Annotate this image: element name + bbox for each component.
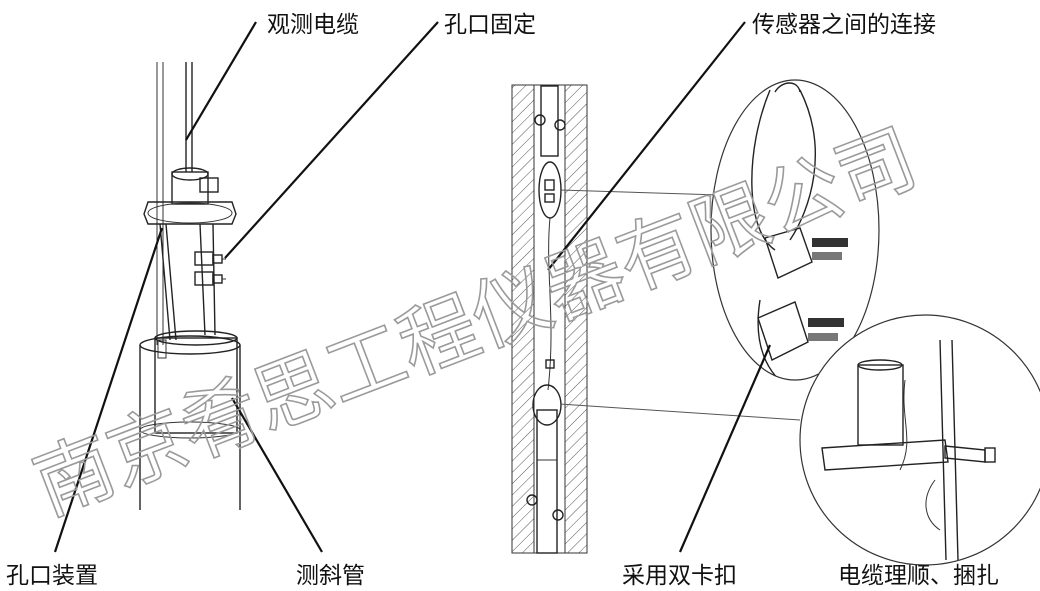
flange-plate — [143, 201, 237, 225]
double-clamp-detail — [710, 79, 880, 381]
cable-tidy-detail — [799, 314, 1040, 566]
leader-hole-device — [53, 227, 164, 553]
leader-sensor-connection — [547, 21, 746, 271]
leader-double-clamp — [678, 344, 772, 553]
label-hole-device: 孔口装置 — [6, 563, 98, 589]
lower-sensor — [536, 409, 558, 554]
label-hole-fixing: 孔口固定 — [444, 12, 536, 38]
inclinometer-tube — [139, 330, 241, 510]
label-double-clamp: 采用双卡扣 — [622, 563, 737, 589]
label-observation-cable: 观测电缆 — [267, 12, 359, 38]
hole-device-assembly — [139, 62, 241, 510]
label-inclinometer-tube: 测斜管 — [296, 563, 365, 589]
leader-inclinometer-tube — [231, 397, 323, 553]
borehole-section — [511, 84, 588, 554]
label-cable-tidy: 电缆理顺、捆扎 — [838, 563, 999, 589]
leader-hole-fixing — [224, 21, 439, 259]
hole-cap — [171, 171, 209, 205]
leader-observation-cable — [185, 21, 257, 141]
label-sensor-connection: 传感器之间的连接 — [752, 12, 936, 38]
hole-fixing-clamp — [194, 251, 226, 286]
inter-sensor-cable — [547, 217, 552, 391]
